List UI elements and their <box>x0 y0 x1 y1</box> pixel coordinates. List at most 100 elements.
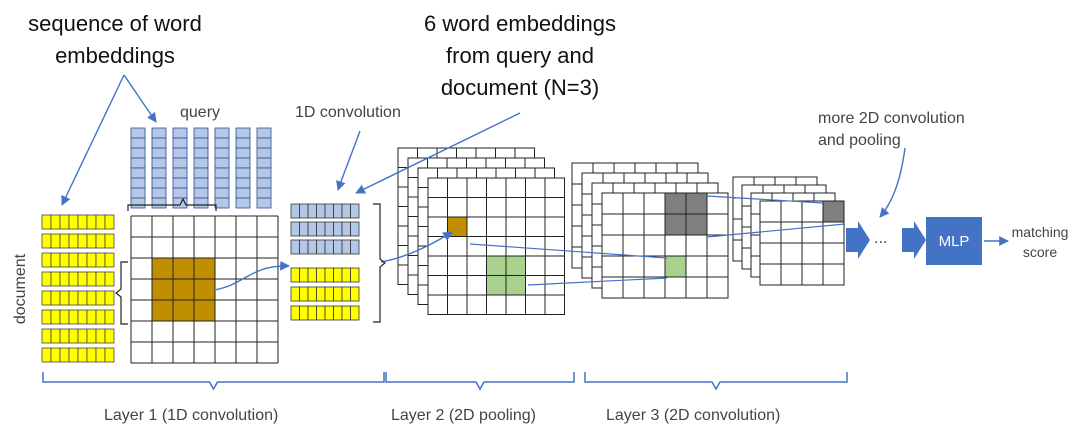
layer3-group <box>571 162 729 299</box>
document-embedding-cell <box>95 309 106 325</box>
conv-document-cell <box>299 305 309 321</box>
document-embedding-cell <box>95 214 106 230</box>
conv-document-cell <box>333 267 343 283</box>
query-embedding-cell <box>130 177 146 189</box>
conv-output-brace <box>373 203 386 323</box>
connection-lines <box>61 74 1009 291</box>
block-arrow <box>846 221 870 259</box>
document-embedding-cell <box>77 214 88 230</box>
document-embedding-cell <box>104 233 115 249</box>
query-embedding-cell <box>172 157 188 169</box>
pool-link-line <box>527 277 668 286</box>
conv-query-cell <box>324 221 334 237</box>
conv-document-cell <box>350 286 360 302</box>
document-embedding-cell <box>104 290 115 306</box>
six-embeddings-line2: from query and <box>446 43 594 68</box>
document-embedding-cell <box>104 309 115 325</box>
more-conv-arrow <box>879 147 906 218</box>
document-embedding-cell <box>104 347 115 363</box>
query-embedding-cell <box>193 177 209 189</box>
document-embedding-cell <box>68 347 79 363</box>
conv-query-cell <box>324 239 334 255</box>
sequence-label-line1: sequence of word <box>28 11 202 36</box>
six-embeddings-line3: document (N=3) <box>440 75 600 100</box>
document-embedding-cell <box>41 309 52 325</box>
document-embedding-cell <box>95 290 106 306</box>
conv-query-cell <box>290 203 300 219</box>
query-embedding-cell <box>151 127 167 139</box>
document-embedding-cell <box>77 347 88 363</box>
query-embedding-cell <box>256 187 272 199</box>
sequence-to-document-arrow <box>61 74 125 206</box>
conv-document-cell <box>324 286 334 302</box>
layer3-brace <box>584 372 848 391</box>
document-embedding-cell <box>68 290 79 306</box>
conv-query-cell <box>324 203 334 219</box>
document-embedding-cell <box>50 328 61 344</box>
query-embedding-cell <box>172 137 188 149</box>
query-embedding-cell <box>235 187 251 199</box>
document-embedding-cell <box>59 252 70 268</box>
query-embedding-cell <box>214 137 230 149</box>
query-embedding-cell <box>151 167 167 179</box>
more-conv-line2: and pooling <box>818 132 901 149</box>
document-embedding-cell <box>95 328 106 344</box>
document-embedding-cell <box>41 233 52 249</box>
document-embedding-cell <box>77 290 88 306</box>
document-embedding-cell <box>104 271 115 287</box>
document-window-brace <box>115 261 128 325</box>
six-embeddings-label: 6 word embeddings from query and documen… <box>400 8 640 104</box>
document-embedding-cell <box>50 214 61 230</box>
conv-query-cell <box>307 239 317 255</box>
query-embedding-cell <box>256 137 272 149</box>
query-embedding-cell <box>193 147 209 159</box>
query-embedding-cell <box>130 167 146 179</box>
layer3-link-line <box>706 223 846 238</box>
conv-document-cell <box>307 267 317 283</box>
matching-line2: score <box>1022 244 1058 260</box>
conv-document-cell <box>341 305 351 321</box>
document-embedding-cell <box>41 328 52 344</box>
conv-document-cell <box>299 267 309 283</box>
layer2-group <box>397 147 565 315</box>
query-embedding-cell <box>214 157 230 169</box>
conv-query-cell <box>350 203 360 219</box>
conv-document-cell <box>316 305 326 321</box>
query-embedding-cell <box>193 157 209 169</box>
query-embedding-cell <box>151 157 167 169</box>
query-embedding-cell <box>172 187 188 199</box>
query-embedding-cell <box>214 197 230 209</box>
document-embedding-cell <box>68 252 79 268</box>
document-embedding-cell <box>68 271 79 287</box>
conv-query-cell <box>333 239 343 255</box>
query-embedding-cell <box>193 137 209 149</box>
query-embedding-cell <box>256 197 272 209</box>
document-embedding-cell <box>95 347 106 363</box>
conv-query-cell <box>350 221 360 237</box>
document-embedding-cell <box>59 214 70 230</box>
query-embedding-cell <box>172 127 188 139</box>
conv-query-cell <box>307 203 317 219</box>
query-embedding-cell <box>193 197 209 209</box>
document-embedding-cell <box>86 271 97 287</box>
conv-query-cell <box>299 221 309 237</box>
more-conv-line1: more 2D convolution <box>818 110 965 127</box>
query-embedding-cell <box>151 137 167 149</box>
conv-query-cell <box>299 203 309 219</box>
query-embedding-cell <box>130 187 146 199</box>
sequence-label-line2: embeddings <box>55 43 175 68</box>
document-embedding-cell <box>50 233 61 249</box>
six-embeddings-line1: 6 word embeddings <box>423 11 616 36</box>
document-embedding-cell <box>59 271 70 287</box>
query-embedding-cell <box>130 127 146 139</box>
pool-link-line <box>469 243 668 259</box>
conv1d-label: 1D convolution <box>295 104 401 121</box>
conv-document-cell <box>350 267 360 283</box>
document-embedding-cell <box>77 233 88 249</box>
document-embedding-cell <box>68 328 79 344</box>
conv-query-cell <box>290 221 300 237</box>
block-arrow <box>902 221 926 259</box>
conv-window-highlight <box>152 258 215 321</box>
document-embedding-cell <box>41 290 52 306</box>
